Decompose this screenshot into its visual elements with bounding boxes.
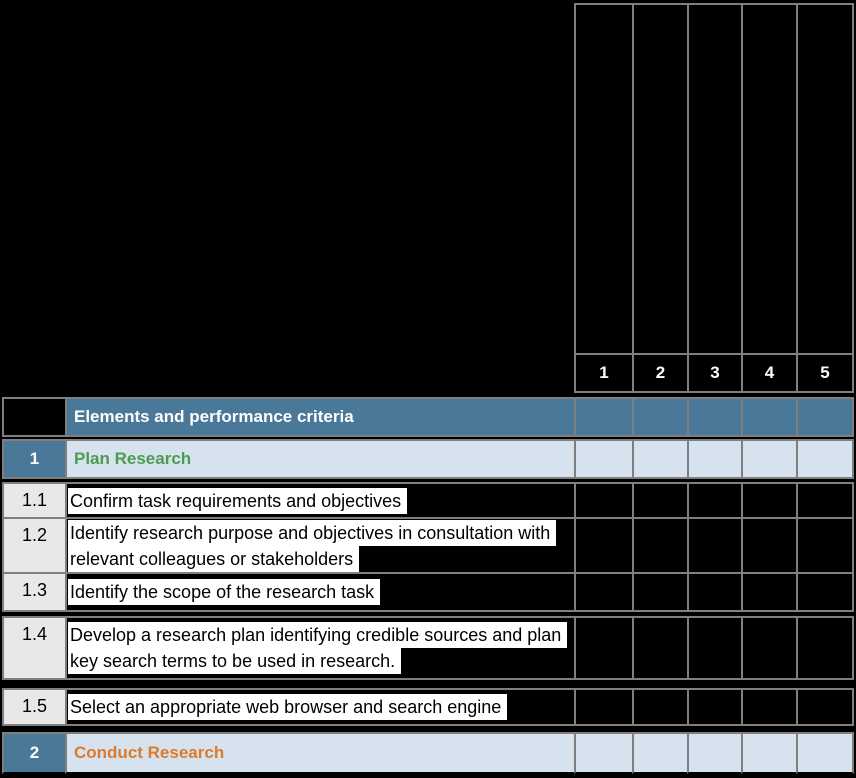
rating-cell bbox=[687, 517, 743, 574]
rating-column-number: 3 bbox=[687, 353, 743, 393]
table-row-1-4: 1.4 Develop a research plan identifying … bbox=[2, 616, 854, 680]
criteria-cell: Confirm task requirements and objectives bbox=[65, 482, 576, 519]
rating-cell bbox=[741, 482, 798, 519]
rating-cell bbox=[632, 397, 689, 437]
rating-cell bbox=[796, 572, 854, 612]
criteria-text-line: Identify the scope of the research task bbox=[68, 579, 381, 605]
rating-cell bbox=[687, 397, 743, 437]
rating-cell bbox=[574, 517, 634, 574]
criteria-text-line: Identify research purpose and objectives… bbox=[68, 519, 557, 546]
rating-cell bbox=[687, 732, 743, 774]
rating-cell bbox=[574, 482, 634, 519]
rating-cell bbox=[741, 616, 798, 680]
rating-cell bbox=[687, 572, 743, 612]
rating-cell bbox=[796, 397, 854, 437]
rating-cell bbox=[574, 397, 634, 437]
rating-cell bbox=[796, 482, 854, 519]
rating-cell bbox=[796, 616, 854, 680]
criteria-text-line: Select an appropriate web browser and se… bbox=[68, 694, 508, 720]
criteria-number: 1.2 bbox=[2, 517, 67, 574]
table-row-1-2: 1.2 Identify research purpose and object… bbox=[2, 517, 854, 574]
rating-cell bbox=[687, 439, 743, 479]
rating-cell bbox=[632, 688, 689, 726]
section-title: Conduct Research bbox=[65, 732, 576, 774]
rating-cell bbox=[632, 517, 689, 574]
rating-cell bbox=[574, 688, 634, 726]
rating-cell bbox=[741, 397, 798, 437]
criteria-text-line: Confirm task requirements and objectives bbox=[68, 487, 408, 514]
criteria-text-line: relevant colleagues or stakeholders bbox=[68, 545, 360, 572]
table-header-row: Elements and performance criteria bbox=[2, 397, 854, 437]
section-number: 2 bbox=[2, 732, 67, 774]
criteria-text-line: Develop a research plan identifying cred… bbox=[68, 622, 568, 648]
rating-cell bbox=[741, 572, 798, 612]
rating-column-cell bbox=[741, 3, 798, 355]
table-header-title: Elements and performance criteria bbox=[65, 397, 576, 437]
rating-column-cell bbox=[796, 3, 854, 355]
rating-cell bbox=[574, 572, 634, 612]
section-title: Plan Research bbox=[65, 439, 576, 479]
table-row-section-1: 1 Plan Research bbox=[2, 439, 854, 479]
table-row-1-1: 1.1 Confirm task requirements and object… bbox=[2, 482, 854, 519]
rating-cell bbox=[687, 616, 743, 680]
table-row-1-3: 1.3 Identify the scope of the research t… bbox=[2, 572, 854, 612]
rating-cell bbox=[741, 688, 798, 726]
criteria-cell: Identify research purpose and objectives… bbox=[65, 517, 576, 574]
rating-cell bbox=[687, 482, 743, 519]
rating-cell bbox=[632, 482, 689, 519]
criteria-cell: Develop a research plan identifying cred… bbox=[65, 616, 576, 680]
rating-column-cell bbox=[632, 3, 689, 355]
table-row-section-2: 2 Conduct Research bbox=[2, 732, 854, 774]
rating-cell bbox=[574, 439, 634, 479]
rating-cell bbox=[632, 439, 689, 479]
rating-cell bbox=[687, 688, 743, 726]
criteria-number: 1.1 bbox=[2, 482, 67, 519]
rating-columns-empty-row bbox=[574, 3, 854, 355]
rating-cell bbox=[796, 732, 854, 774]
rating-columns-number-row: 1 2 3 4 5 bbox=[574, 353, 854, 393]
header-blank-cell bbox=[2, 397, 67, 437]
rating-column-cell bbox=[574, 3, 634, 355]
criteria-number: 1.5 bbox=[2, 688, 67, 726]
criteria-text-line: key search terms to be used in research. bbox=[68, 648, 402, 674]
rating-cell bbox=[796, 517, 854, 574]
rating-cell bbox=[574, 732, 634, 774]
rating-cell bbox=[741, 732, 798, 774]
rating-columns-header: 1 2 3 4 5 bbox=[574, 3, 854, 393]
table-row-1-5: 1.5 Select an appropriate web browser an… bbox=[2, 688, 854, 726]
rating-cell bbox=[796, 439, 854, 479]
rating-column-cell bbox=[687, 3, 743, 355]
rating-cell bbox=[741, 439, 798, 479]
rating-column-number: 2 bbox=[632, 353, 689, 393]
rating-cell bbox=[796, 688, 854, 726]
rating-cell bbox=[632, 732, 689, 774]
criteria-number: 1.4 bbox=[2, 616, 67, 680]
criteria-cell: Identify the scope of the research task bbox=[65, 572, 576, 612]
criteria-cell: Select an appropriate web browser and se… bbox=[65, 688, 576, 726]
rating-cell bbox=[574, 616, 634, 680]
rating-cell bbox=[741, 517, 798, 574]
rating-column-number: 4 bbox=[741, 353, 798, 393]
rating-cell bbox=[632, 572, 689, 612]
rating-column-number: 1 bbox=[574, 353, 634, 393]
criteria-table: Elements and performance criteria 1 Plan… bbox=[2, 397, 854, 774]
section-number: 1 bbox=[2, 439, 67, 479]
criteria-number: 1.3 bbox=[2, 572, 67, 612]
rating-cell bbox=[632, 616, 689, 680]
rating-column-number: 5 bbox=[796, 353, 854, 393]
